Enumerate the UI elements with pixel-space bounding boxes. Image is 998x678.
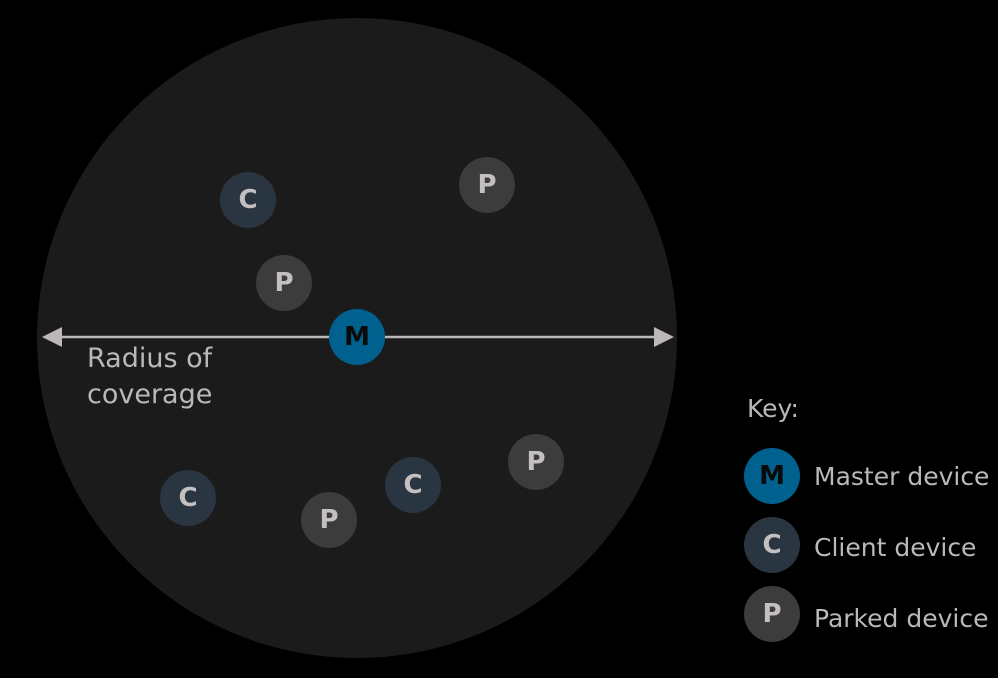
legend-item-parked: P Parked device <box>744 586 988 642</box>
legend-client-letter: C <box>762 530 781 560</box>
parked-device-letter: P <box>526 447 545 477</box>
parked-device-node: P <box>301 492 357 548</box>
legend-parked-label: Parked device <box>814 604 988 633</box>
legend-client-swatch <box>744 517 800 573</box>
client-device-letter: C <box>178 483 197 513</box>
radius-arrow-left-head <box>42 327 62 347</box>
master-device-letter: M <box>344 322 370 352</box>
parked-device-letter: P <box>274 268 293 298</box>
radius-arrow-right-head <box>654 327 674 347</box>
parked-device-node: P <box>256 255 312 311</box>
legend-item-client: C Client device <box>744 517 976 573</box>
client-device-node: C <box>220 172 276 228</box>
radius-caption-line-2: coverage <box>87 379 212 410</box>
client-device-letter: C <box>403 470 422 500</box>
legend-master-swatch <box>744 448 800 504</box>
legend: Key: M Master device C Client device P P… <box>744 394 989 642</box>
legend-master-label: Master device <box>814 462 989 491</box>
parked-device-letter: P <box>319 505 338 535</box>
client-device-letter: C <box>238 185 257 215</box>
legend-master-letter: M <box>759 461 785 491</box>
legend-parked-letter: P <box>762 599 781 629</box>
parked-device-node: P <box>459 157 515 213</box>
legend-client-label: Client device <box>814 533 976 562</box>
parked-device-letter: P <box>477 170 496 200</box>
parked-device-node: P <box>508 434 564 490</box>
radius-caption-line-1: Radius of <box>87 343 214 374</box>
legend-item-master: M Master device <box>744 448 989 504</box>
client-device-node: C <box>160 470 216 526</box>
legend-title: Key: <box>747 394 799 423</box>
master-device-node: M <box>329 309 385 365</box>
legend-parked-swatch <box>744 586 800 642</box>
client-device-node: C <box>385 457 441 513</box>
